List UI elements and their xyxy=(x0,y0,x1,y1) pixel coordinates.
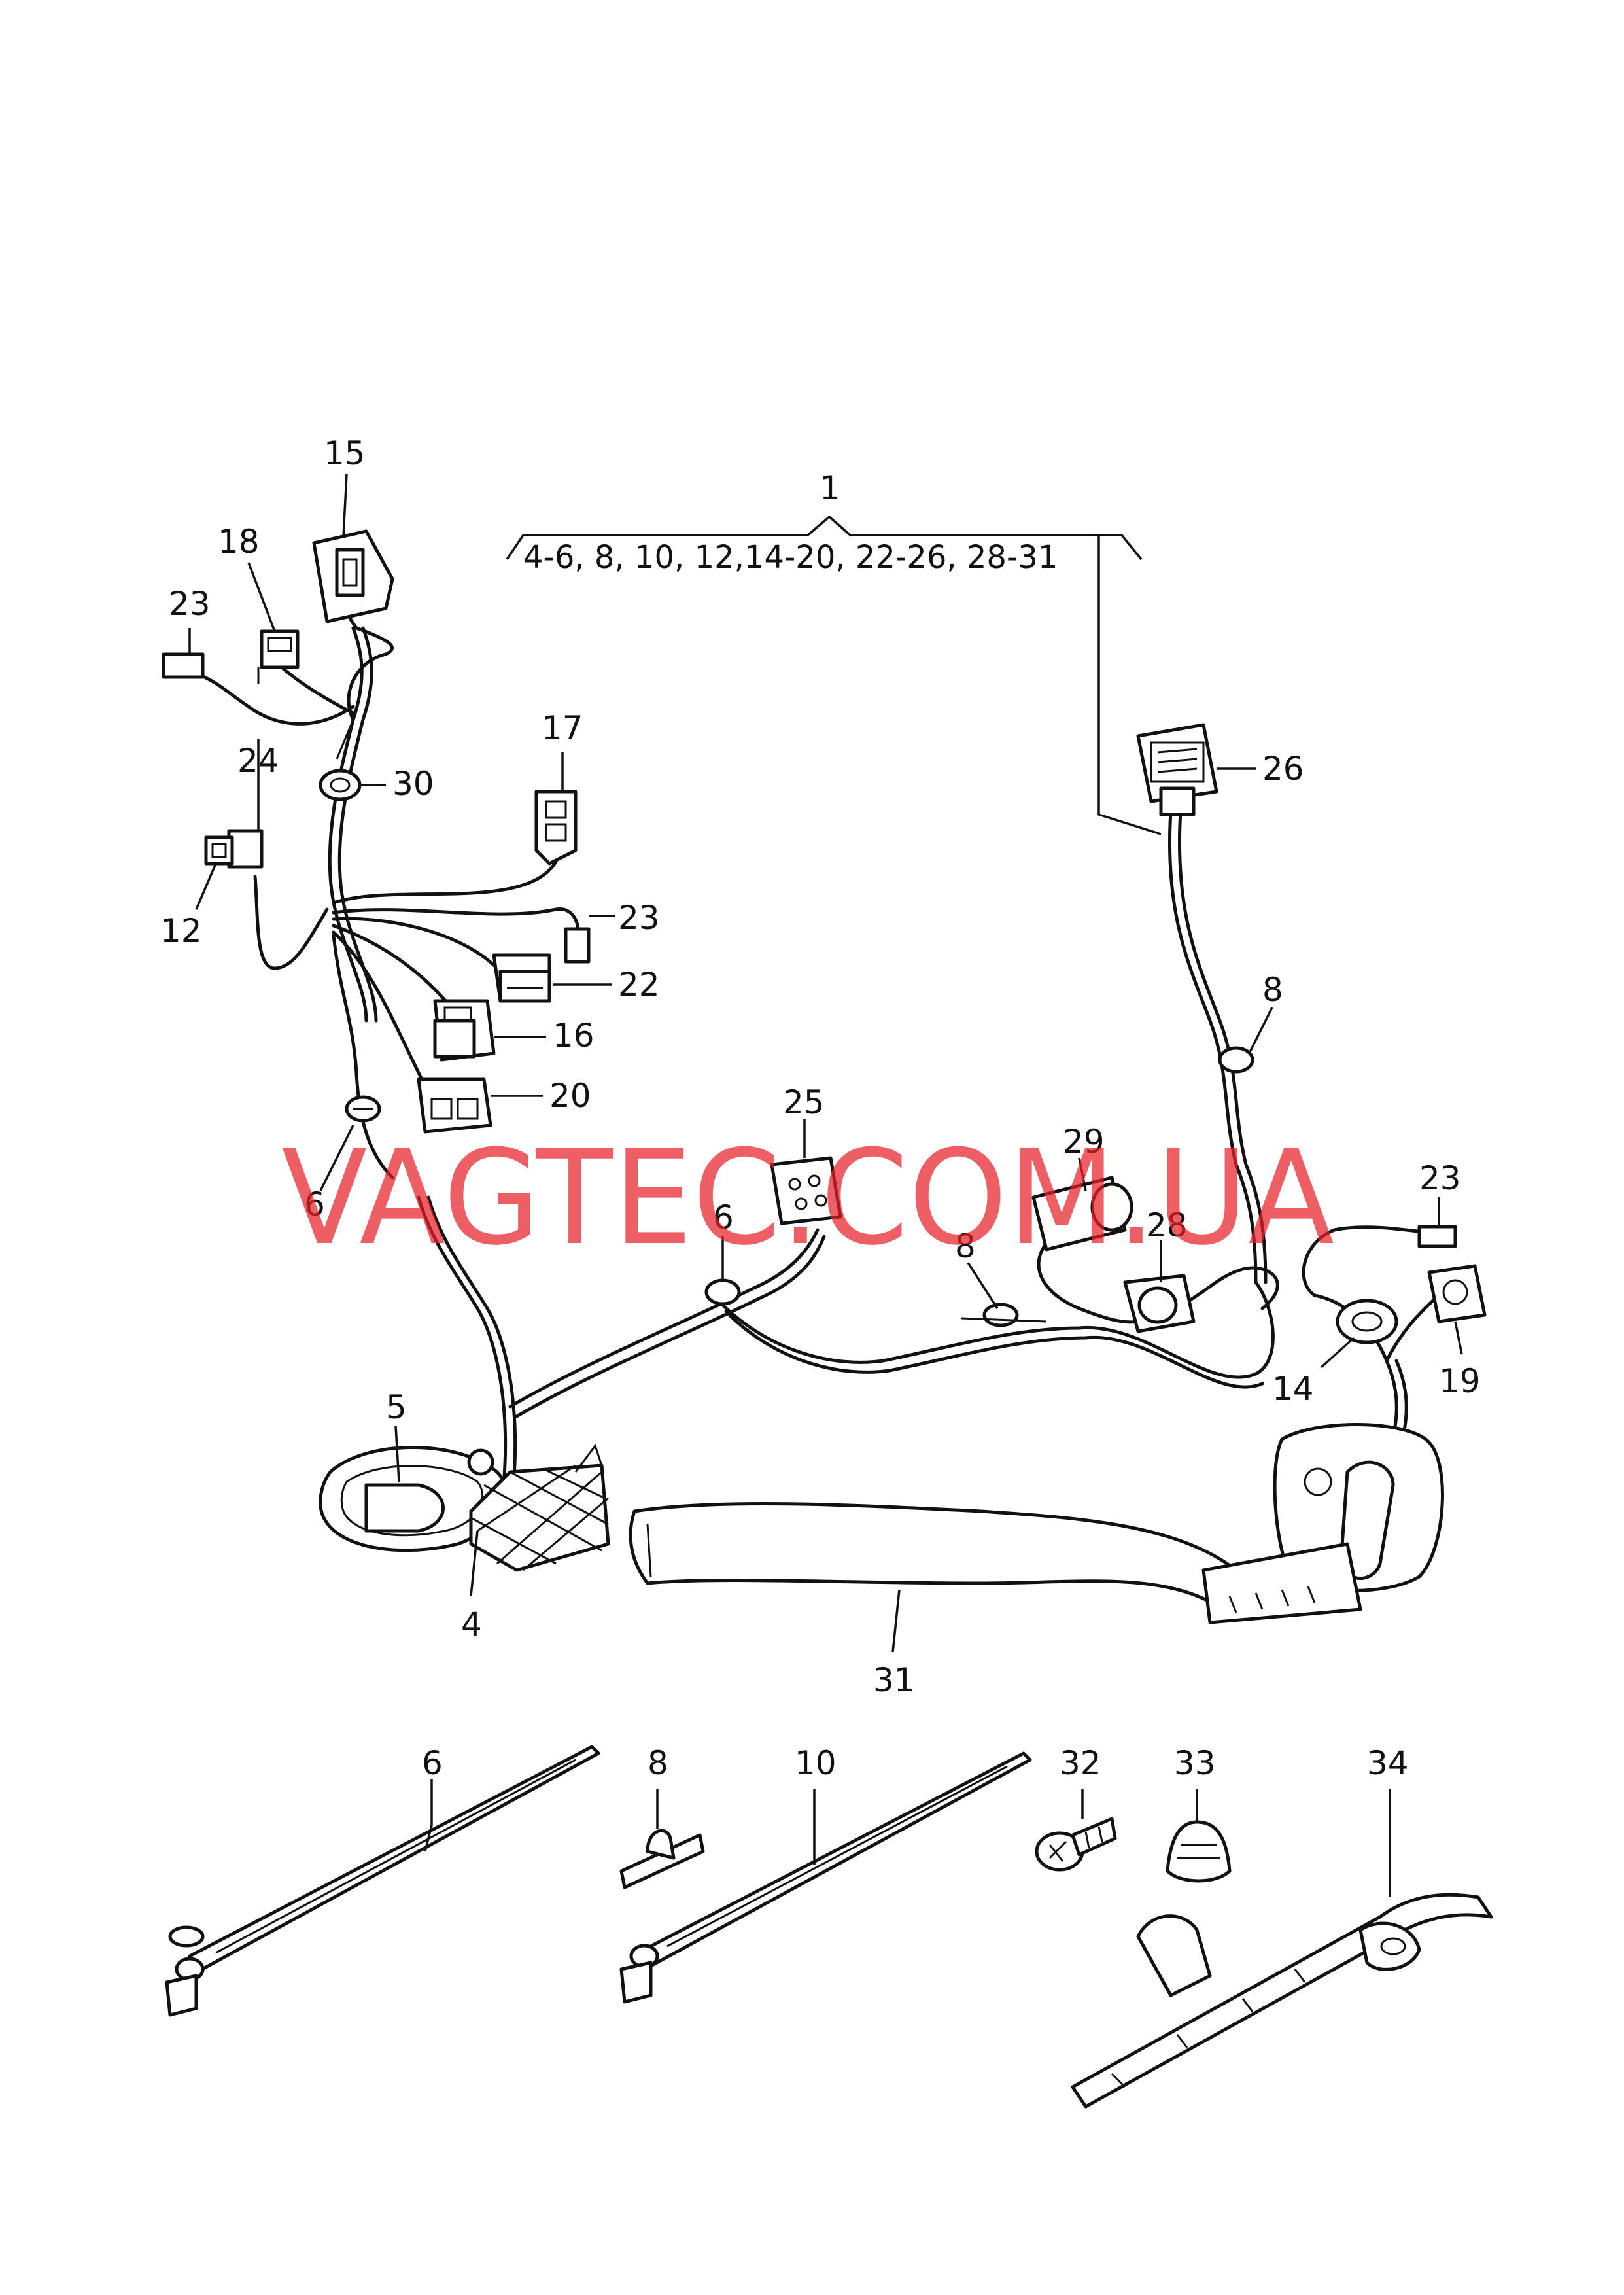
clip-6-left xyxy=(345,1095,381,1123)
clip-8-middle xyxy=(961,1303,1047,1327)
callout-8-right: 8 xyxy=(1262,971,1283,1009)
connector-24 xyxy=(204,829,264,869)
callout-16: 16 xyxy=(553,1017,595,1055)
callout-23-left: 23 xyxy=(169,585,211,623)
callout-4: 4 xyxy=(461,1605,482,1643)
callout-19: 19 xyxy=(1439,1362,1481,1400)
grommet-30 xyxy=(319,719,362,801)
callout-33: 33 xyxy=(1174,1744,1216,1782)
callout-18: 18 xyxy=(218,523,260,561)
connector-17 xyxy=(534,790,578,866)
clip-8-part xyxy=(619,1829,705,1889)
callout-labels: 1 4-6, 8, 10, 12,14-20, 22-26, 28-31 15 … xyxy=(160,434,1481,1782)
callout-25: 25 xyxy=(783,1083,825,1121)
nut-33 xyxy=(1166,1820,1232,1883)
watermark: VAGTEC.COM.UA xyxy=(281,1122,1334,1274)
connector-22 xyxy=(492,953,551,1003)
callout-14: 14 xyxy=(1272,1370,1314,1408)
assembly-range: 4-6, 8, 10, 12,14-20, 22-26, 28-31 xyxy=(523,539,1058,576)
callout-23-right: 23 xyxy=(1419,1159,1461,1197)
clip-6-middle xyxy=(704,1278,741,1306)
callout-1: 1 xyxy=(820,469,840,507)
callout-8-part: 8 xyxy=(648,1744,668,1782)
connector-20 xyxy=(417,1077,492,1134)
connector-15 xyxy=(312,529,394,623)
connector-29 xyxy=(1031,1176,1133,1252)
callout-5: 5 xyxy=(386,1388,407,1426)
assembly-bracket xyxy=(506,515,1162,835)
cable-tie-6 xyxy=(165,1745,600,2017)
leader-lines xyxy=(188,474,1463,1897)
part-4 xyxy=(467,1443,610,1572)
connector-25 xyxy=(770,1156,842,1225)
grommet-5 xyxy=(319,1446,507,1552)
connector-23-left xyxy=(162,652,205,679)
callout-23-mid: 23 xyxy=(618,899,660,937)
callout-10: 10 xyxy=(795,1744,837,1782)
callout-20: 20 xyxy=(549,1077,591,1115)
callout-8-middle: 8 xyxy=(955,1227,976,1265)
callout-24: 24 xyxy=(237,742,279,780)
callout-32: 32 xyxy=(1060,1744,1101,1782)
callout-29: 29 xyxy=(1063,1123,1105,1161)
callout-31: 31 xyxy=(873,1661,915,1699)
connector-23-right xyxy=(1417,1225,1457,1248)
bracket-34 xyxy=(1071,1893,1493,2109)
callout-22: 22 xyxy=(618,966,660,1004)
connector-26 xyxy=(1136,723,1218,816)
cable-tie-10 xyxy=(619,1751,1032,2004)
connector-23-mid xyxy=(564,927,591,964)
connector-28 xyxy=(1123,1274,1196,1333)
callout-26: 26 xyxy=(1262,750,1304,788)
clip-8-right xyxy=(1218,1046,1254,1074)
connector-16 xyxy=(433,999,496,1062)
harness-wires xyxy=(194,548,1447,1487)
callout-15: 15 xyxy=(324,434,366,472)
connector-19 xyxy=(1427,1264,1487,1323)
callout-17: 17 xyxy=(542,709,583,747)
grommet-14 xyxy=(1336,1299,1398,1344)
callout-34: 34 xyxy=(1367,1744,1409,1782)
screw-32 xyxy=(1035,1817,1117,1872)
callout-28: 28 xyxy=(1146,1206,1188,1244)
callout-6-part: 6 xyxy=(422,1744,443,1782)
callout-30: 30 xyxy=(392,765,434,803)
conduit-31-end xyxy=(1201,1423,1444,1624)
connector-18 xyxy=(257,629,300,684)
conduit-31 xyxy=(629,1501,1238,1611)
callout-6-middle: 6 xyxy=(713,1199,734,1236)
callout-12: 12 xyxy=(160,912,202,950)
callout-6-left: 6 xyxy=(304,1185,325,1223)
